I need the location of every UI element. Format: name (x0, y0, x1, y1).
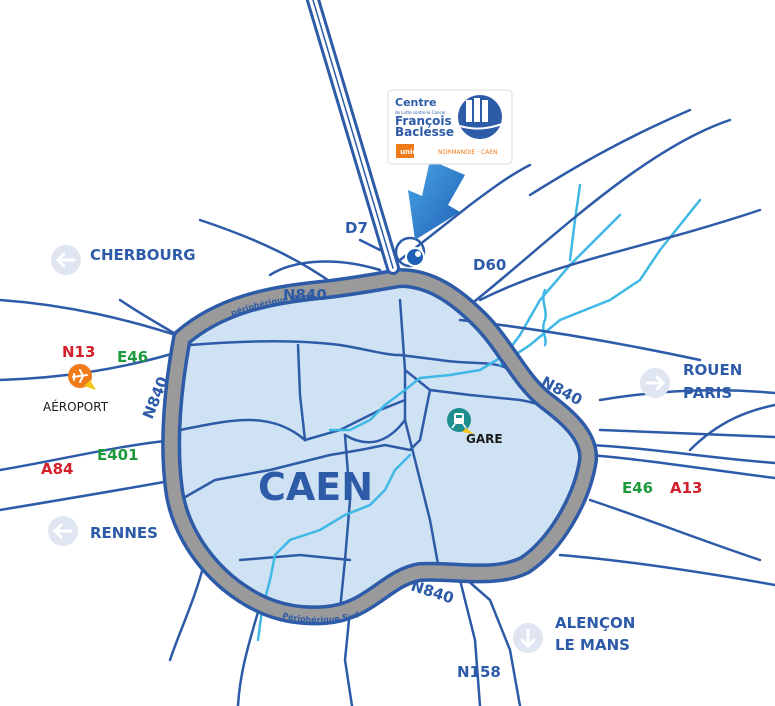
station-label: GARE (466, 432, 503, 446)
road-label-a84: A84 (41, 460, 73, 478)
logo-region: NORMANDIE · CAEN (438, 149, 498, 156)
road-label-n13: N13 (62, 343, 95, 361)
destination-cherbourg[interactable]: CHERBOURG (51, 245, 196, 275)
destination-label-cherbourg: CHERBOURG (90, 246, 196, 264)
north-highway (306, 0, 400, 275)
pointer-arrow-icon (408, 160, 465, 240)
ring-road (164, 271, 595, 622)
station-marker[interactable]: GARE (447, 408, 503, 446)
roundabout (394, 236, 426, 268)
destination-label-alencon: ALENÇON (555, 614, 635, 632)
logo-card[interactable]: Centre de Lutte contre le Cancer Françoi… (387, 89, 513, 165)
road-label-n158: N158 (457, 663, 501, 681)
road-label-d7: D7 (345, 219, 368, 237)
logo-line4: Baclesse (395, 125, 454, 139)
destination-label-le-mans: LE MANS (555, 636, 630, 654)
train-icon (451, 413, 467, 429)
logo-line2: de Lutte contre le Cancer (395, 110, 446, 115)
destination-label-rennes: RENNES (90, 524, 158, 542)
hospital-logo-icon (458, 95, 503, 139)
destination-label-paris: PARIS (683, 384, 732, 402)
road-label-e401: E401 (97, 446, 139, 464)
destination-alencon-le-mans[interactable]: ALENÇON LE MANS (513, 614, 635, 654)
road-label-n840-north: N840 (283, 286, 327, 304)
arrow-down-icon (520, 628, 536, 649)
road-label-a13: A13 (670, 479, 702, 497)
arrow-left-icon (52, 523, 73, 539)
arrow-left-icon (55, 252, 76, 268)
destination-rouen-paris[interactable]: ROUEN PARIS (640, 361, 742, 402)
logo-brand: unicancer (400, 148, 439, 156)
road-label-e46-east: E46 (622, 479, 653, 497)
destination-rennes[interactable]: RENNES (48, 516, 158, 546)
road-label-d60: D60 (473, 256, 506, 274)
road-label-e46-west: E46 (117, 348, 148, 366)
arrow-right-icon (645, 375, 666, 391)
destination-label-rouen: ROUEN (683, 361, 742, 379)
logo-line1: Centre (395, 96, 437, 109)
airport-marker[interactable]: AÉROPORT (43, 364, 109, 414)
hospital-marker[interactable] (405, 247, 425, 267)
logo-line3: François (395, 114, 452, 128)
airport-label: AÉROPORT (43, 399, 109, 414)
plane-icon (72, 369, 88, 383)
city-label: CAEN (258, 465, 373, 509)
river (256, 183, 702, 642)
outer-roads (0, 108, 775, 706)
